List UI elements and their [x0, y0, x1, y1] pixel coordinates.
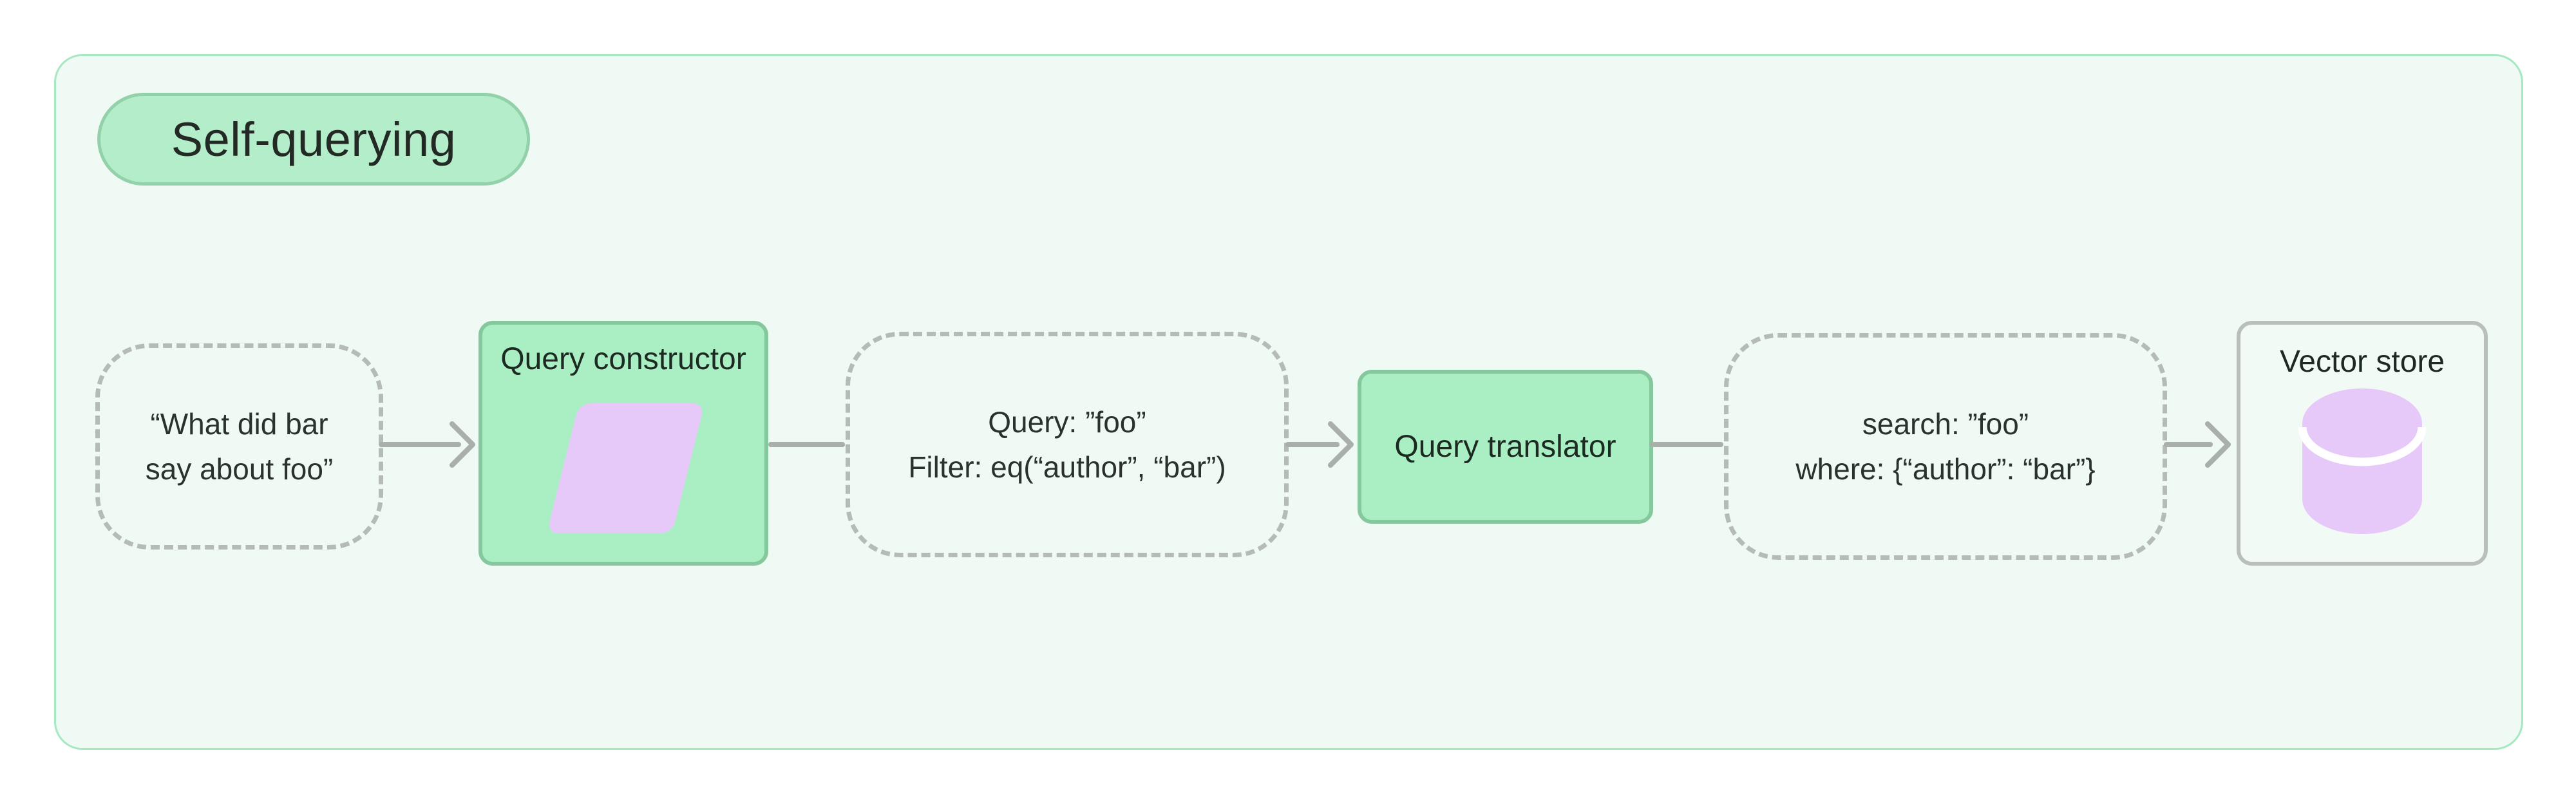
self-querying-panel: Self-querying “What did bar say about fo…: [54, 54, 2523, 750]
node-vector-store: Vector store: [2237, 321, 2488, 566]
input-query-line2: say about foo”: [145, 452, 334, 486]
translated-query-line2: where: {“author”: “bar”}: [1795, 452, 2096, 486]
query-constructor-label: Query constructor: [500, 342, 746, 376]
node-query-constructor: Query constructor: [478, 321, 768, 566]
node-query-translator: Query translator: [1358, 370, 1653, 524]
structured-query-line1: Query: ”foo”: [988, 405, 1146, 439]
query-translator-label: Query translator: [1394, 430, 1616, 464]
database-icon-gap: [2298, 426, 2427, 466]
structured-query-line2: Filter: eq(“author”, “bar”): [908, 450, 1226, 484]
diagram-title-badge: Self-querying: [97, 93, 530, 186]
node-input-query: “What did bar say about foo”: [95, 343, 383, 550]
input-query-line1: “What did bar: [150, 407, 328, 441]
diagram-title: Self-querying: [171, 112, 457, 166]
database-icon: [2298, 388, 2427, 534]
translated-query-line1: search: ”foo”: [1862, 407, 2029, 441]
node-structured-query: Query: ”foo” Filter: eq(“author”, “bar”): [846, 332, 1289, 557]
parallelogram-icon: [546, 403, 705, 533]
node-translated-query: search: ”foo” where: {“author”: “bar”}: [1724, 333, 2167, 560]
vector-store-label: Vector store: [2279, 345, 2445, 379]
